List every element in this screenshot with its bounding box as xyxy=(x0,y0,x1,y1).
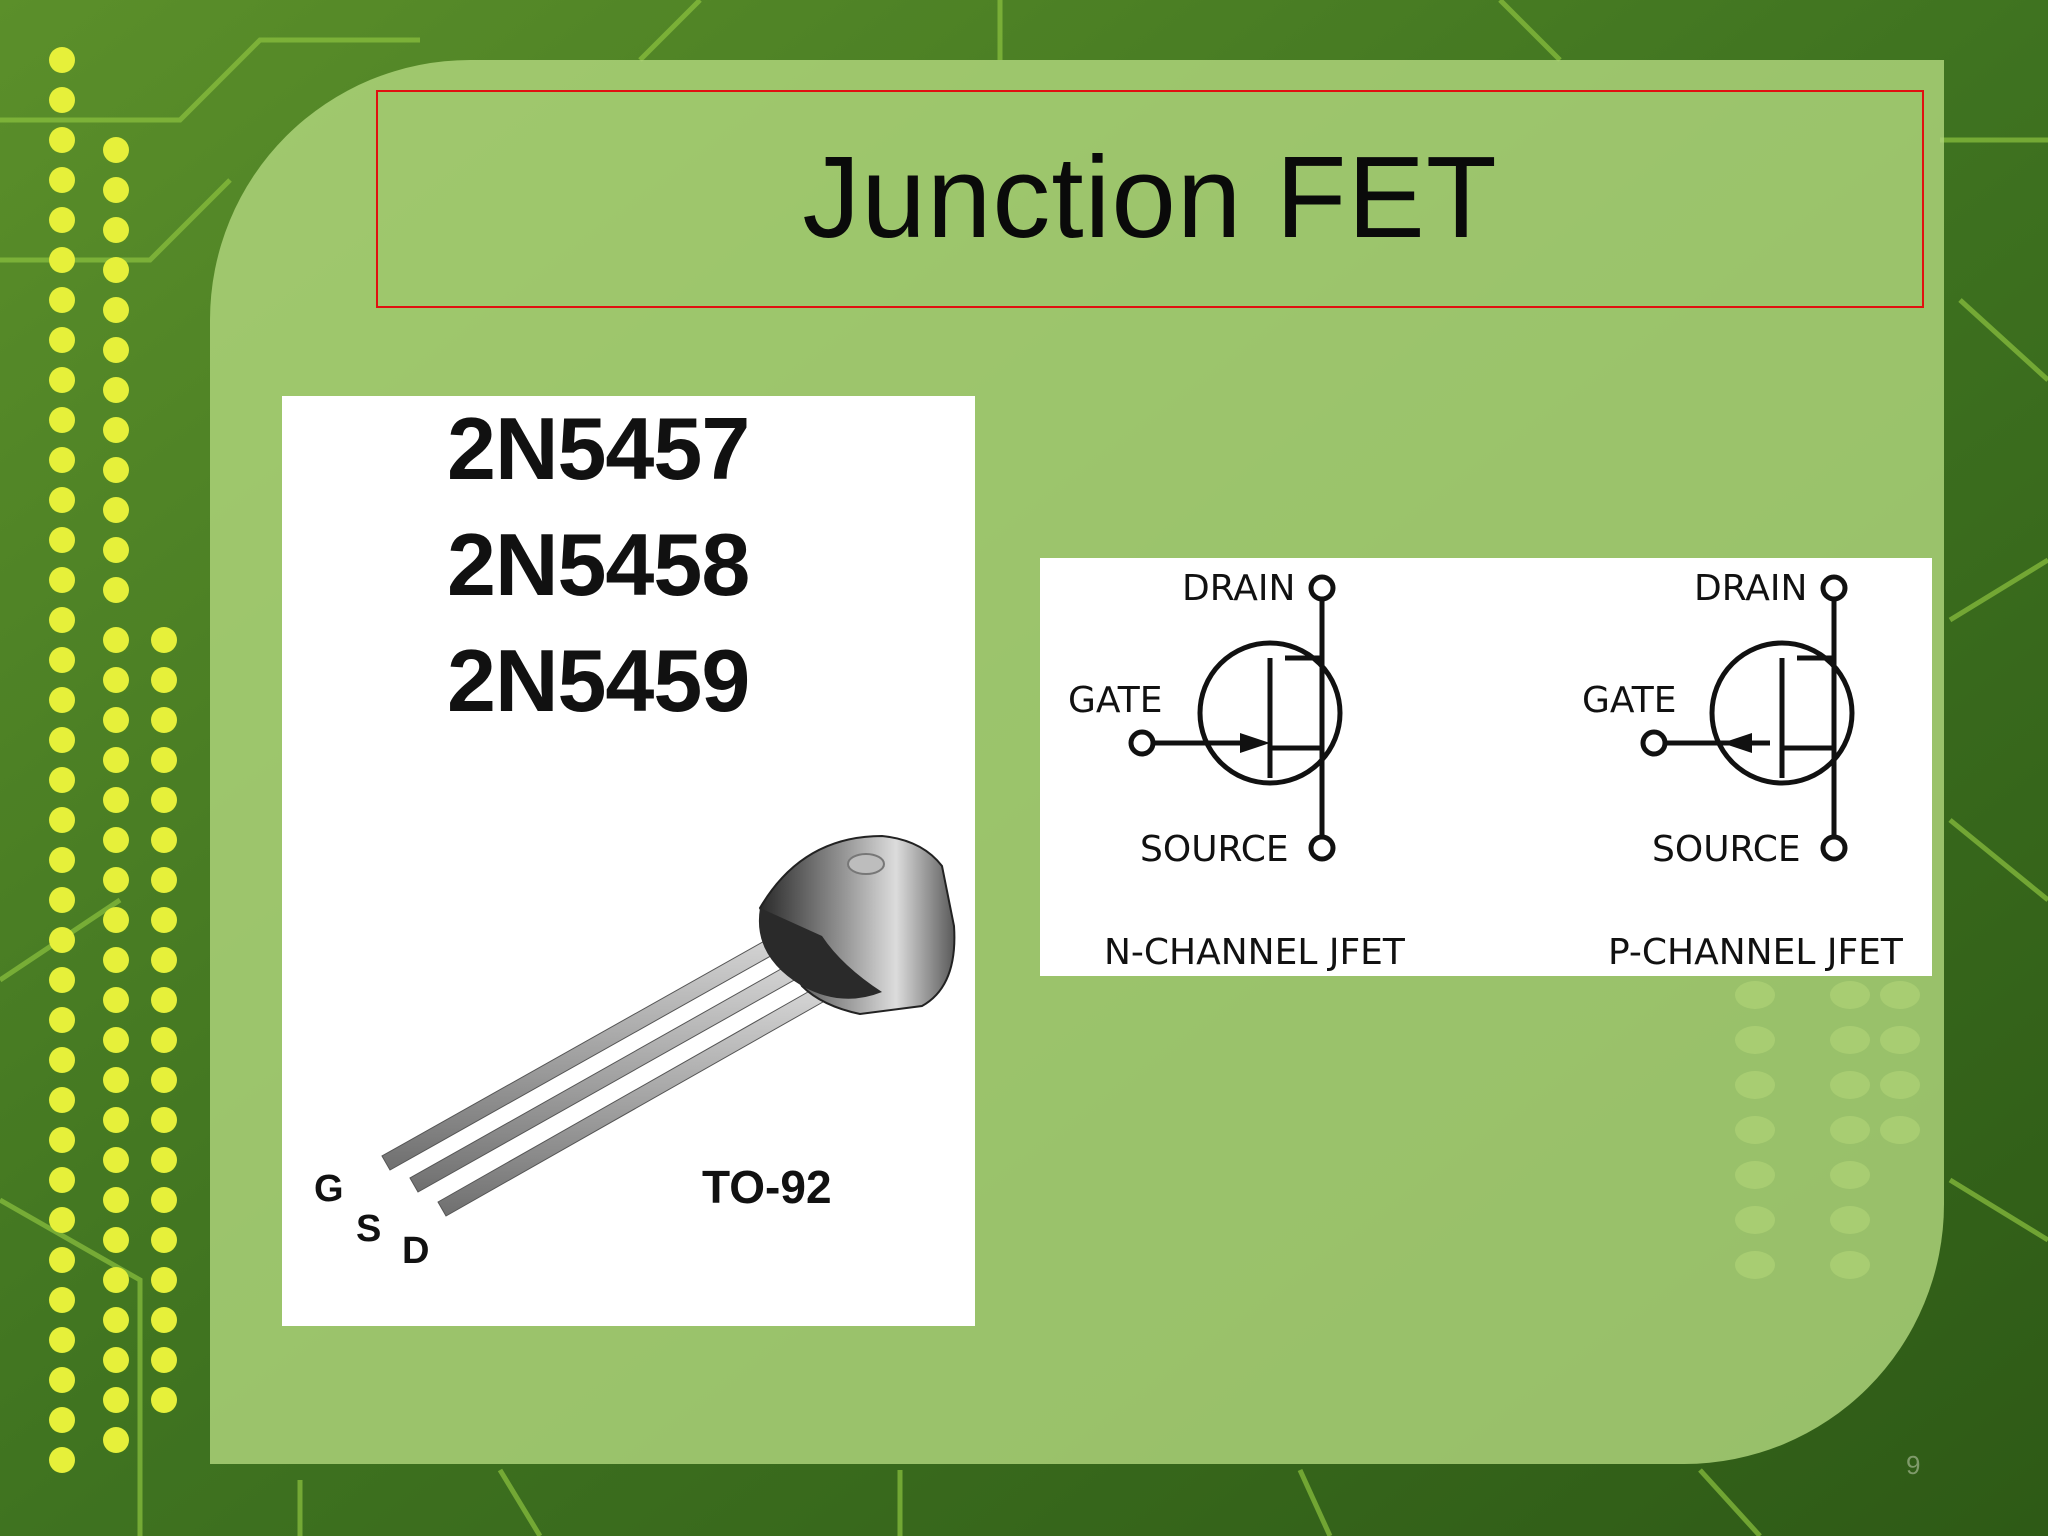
part-number: 2N5458 xyxy=(447,515,750,614)
jfet-symbols-image: DRAIN GATE SOURCE N-CHANNEL JFET DRAIN G… xyxy=(1040,558,1932,976)
package-label: TO-92 xyxy=(702,1161,832,1213)
part-number: 2N5457 xyxy=(447,399,750,498)
solder-dots xyxy=(49,47,177,1473)
p-gate-label: GATE xyxy=(1582,680,1676,721)
slide-title: Junction FET xyxy=(802,132,1498,262)
to92-package-image: 2N5457 2N5458 2N5459 G S D TO-92 xyxy=(282,396,975,1326)
p-source-label: SOURCE xyxy=(1652,829,1801,870)
transistor-illustration xyxy=(381,834,956,1217)
n-gate-label: GATE xyxy=(1068,680,1162,721)
n-drain-label: DRAIN xyxy=(1182,568,1295,609)
n-channel-arrow xyxy=(1240,733,1270,753)
n-channel-symbol xyxy=(1128,574,1343,862)
n-source-label: SOURCE xyxy=(1140,829,1289,870)
p-drain-label: DRAIN xyxy=(1694,568,1807,609)
p-channel-arrow xyxy=(1722,733,1752,753)
jfet-symbols-diagram: DRAIN GATE SOURCE N-CHANNEL JFET DRAIN G… xyxy=(1068,568,1904,973)
p-channel-caption: P-CHANNEL JFET xyxy=(1608,932,1904,973)
pin-label-drain: D xyxy=(402,1230,430,1272)
n-channel-caption: N-CHANNEL JFET xyxy=(1104,932,1406,973)
title-box: Junction FET xyxy=(376,90,1924,308)
pin-label-source: S xyxy=(356,1208,382,1250)
slide-number: 9 xyxy=(1906,1450,1921,1480)
part-number: 2N5459 xyxy=(447,631,750,730)
pin-label-gate: G xyxy=(314,1168,344,1210)
